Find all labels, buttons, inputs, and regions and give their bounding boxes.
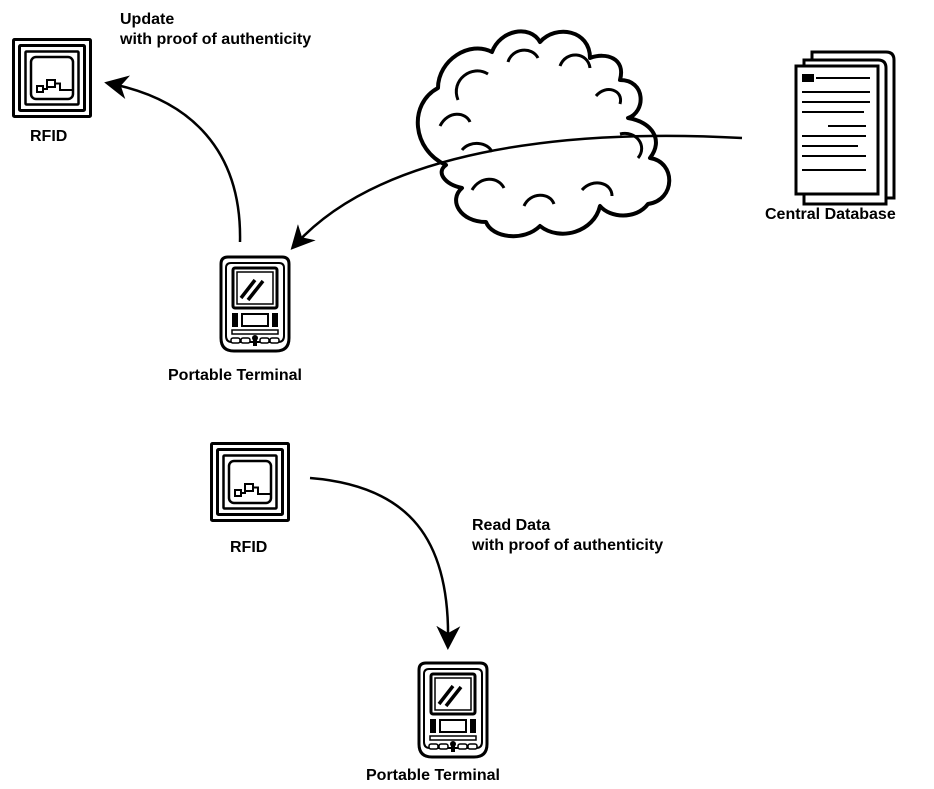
read-data-label: Read Data with proof of authenticity [472,516,663,556]
terminal-to-rfid-update-arrow [104,75,242,243]
pda-terminal-icon [417,661,489,759]
database-label: Central Database [765,206,896,223]
rfid-to-terminal-read-arrow [309,476,461,650]
rfid-tag-icon [210,442,290,522]
cloud-icon [415,29,672,239]
rfid-tag-icon [12,38,92,118]
terminal-label-top: Portable Terminal [168,367,302,384]
terminal-label-bottom: Portable Terminal [366,767,500,784]
read-label-line2: with proof of authenticity [472,537,664,554]
rfid-label-top: RFID [30,128,68,145]
pda-terminal-icon [219,255,291,353]
update-label-line1: Update [120,11,175,28]
database-to-terminal-arrow [290,134,743,250]
document-stack-icon [794,50,896,206]
rfid-label-bottom: RFID [230,539,268,556]
read-label-line1: Read Data [472,517,551,534]
update-label-line2: with proof of authenticity [120,31,312,48]
update-label: Update with proof of authenticity [120,10,311,50]
